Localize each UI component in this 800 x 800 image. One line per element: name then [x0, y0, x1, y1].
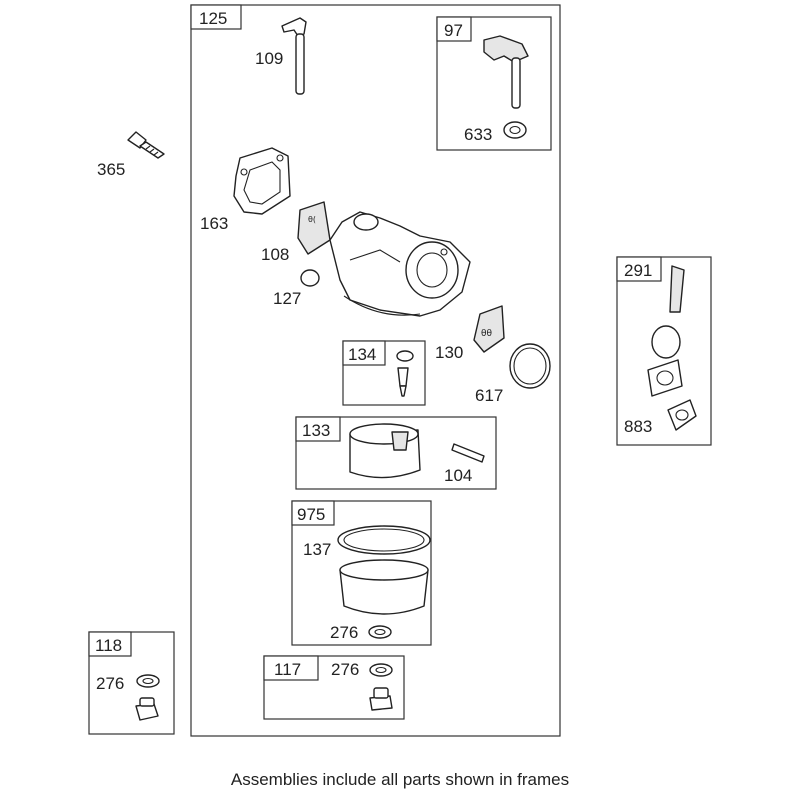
frame-133 [295, 416, 497, 490]
bowl-gasket-part-137 [337, 525, 431, 555]
primer-gasket-part-883 [667, 399, 697, 431]
frame-291-tag [616, 256, 662, 282]
part-label-633: 633 [464, 125, 492, 144]
gasket-part-163 [233, 147, 291, 215]
part-label-163: 163 [200, 214, 228, 233]
float-part-133 [349, 423, 421, 479]
part-label-276-frame-117: 276 [331, 660, 359, 679]
throttle-shaft-part-109 [281, 17, 307, 95]
frame-117 [263, 655, 405, 720]
seal-part-633 [503, 121, 527, 139]
plate-part-130: θθ [473, 305, 505, 353]
part-label-276-frame-975: 276 [330, 623, 358, 642]
frame-125 [190, 4, 561, 737]
drain-screw-frame-117 [369, 687, 393, 711]
part-label-109: 109 [255, 49, 283, 68]
svg-text:θ(: θ( [308, 215, 316, 224]
part-label-130: 130 [435, 343, 463, 362]
primer-part-291 [647, 265, 685, 397]
float-pin-part-104 [451, 443, 485, 463]
needle-valve-part-134 [396, 350, 414, 397]
plate-part-108: θ( [297, 201, 331, 255]
frame-975-tag [291, 500, 335, 526]
frame-118-label: 118 [95, 636, 122, 655]
frame-117-tag [263, 655, 319, 681]
frame-117-label: 117 [274, 660, 301, 679]
part-label-617: 617 [475, 386, 503, 405]
part-label-276-frame-118: 276 [96, 674, 124, 693]
carburetor-body [329, 211, 471, 317]
frame-97-tag [436, 16, 472, 42]
float-bowl [339, 559, 429, 615]
frame-97-label: 97 [444, 21, 463, 40]
frame-133-tag [295, 416, 341, 442]
frame-125-tag [190, 4, 242, 30]
frame-291 [616, 256, 712, 446]
frame-134-label: 134 [348, 345, 376, 364]
o-ring-part-127 [300, 269, 320, 287]
screw-part-365 [127, 131, 165, 159]
frame-134-tag [342, 340, 386, 366]
frame-133-label: 133 [302, 421, 330, 440]
frame-975 [291, 500, 432, 646]
drain-screw-frame-118 [135, 697, 159, 721]
part-label-104: 104 [444, 466, 472, 485]
frame-975-label: 975 [297, 505, 325, 524]
part-label-883: 883 [624, 417, 652, 436]
part-label-127: 127 [273, 289, 301, 308]
ring-part-617 [509, 343, 551, 389]
washer-part-276-frame-975 [368, 625, 392, 639]
washer-part-276-frame-118 [136, 674, 160, 688]
choke-shaft-part-97 [483, 35, 529, 109]
frame-118-tag [88, 631, 132, 657]
part-label-365: 365 [97, 160, 125, 179]
washer-part-276-frame-117 [369, 663, 393, 677]
caption: Assemblies include all parts shown in fr… [230, 770, 570, 789]
frame-97 [436, 16, 552, 151]
frame-291-label: 291 [624, 261, 652, 280]
frame-125-label: 125 [199, 9, 227, 28]
part-label-137: 137 [303, 540, 331, 559]
part-label-108: 108 [261, 245, 289, 264]
svg-text:θθ: θθ [481, 329, 493, 339]
